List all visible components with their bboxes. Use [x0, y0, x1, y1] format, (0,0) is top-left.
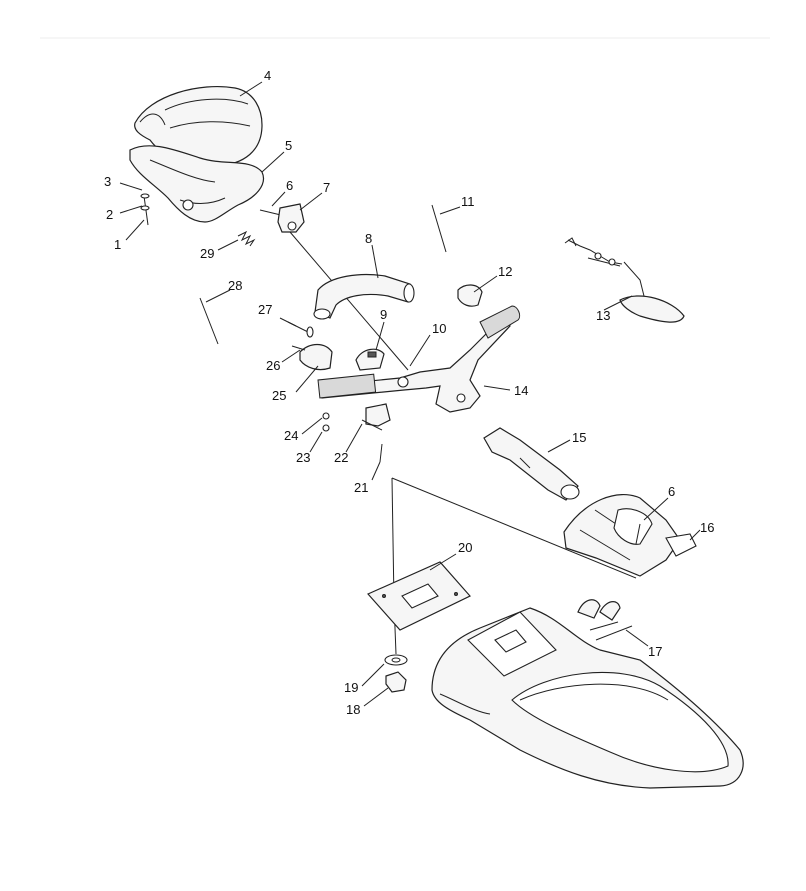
part-22-switch-bracket	[361, 403, 391, 431]
center-line	[289, 231, 409, 371]
callout-28: 28	[228, 278, 242, 293]
callout-23: 23	[296, 450, 310, 465]
callout-2: 2	[106, 207, 113, 222]
callout-7: 7	[323, 180, 330, 195]
part-21-screw	[379, 443, 383, 463]
callout-6a: 6	[286, 178, 293, 193]
hull-base	[431, 607, 744, 789]
part-9-switch	[355, 348, 385, 371]
callout-29: 29	[200, 246, 214, 261]
callout-11: 11	[461, 194, 475, 209]
callout-18: 18	[346, 702, 360, 717]
callout-8: 8	[365, 231, 372, 246]
callout-16: 16	[700, 520, 714, 535]
callout-4: 4	[264, 68, 271, 83]
part-4-handlebar-cover	[134, 85, 263, 167]
callout-17: 17	[648, 644, 662, 659]
part-28-rod	[199, 297, 219, 345]
part-20-plate	[367, 561, 471, 631]
callout-1: 1	[114, 237, 121, 252]
parts-1-2-3-screw-washers	[140, 193, 150, 226]
part-14-handlebar	[317, 305, 521, 413]
callout-20: 20	[458, 540, 472, 555]
part-18-nut	[385, 671, 407, 693]
part-16-steering-housing	[563, 494, 697, 577]
part-17-clips	[577, 599, 633, 641]
callout-22: 22	[334, 450, 348, 465]
vertical-line-20	[391, 477, 395, 603]
callout-25: 25	[272, 388, 286, 403]
callout-12: 12	[498, 264, 512, 279]
callout-19: 19	[344, 680, 358, 695]
part-27-bolt	[287, 321, 314, 338]
part-5-lower-cover	[129, 145, 264, 223]
parts-6-7-bolt-clamp	[259, 203, 305, 233]
callout-10: 10	[432, 321, 446, 336]
callout-labels: 4 5 3 6 7 11 2 8 1 29 12 28 27 9 13 10 2…	[104, 68, 714, 717]
part-11-rod	[431, 204, 447, 253]
part-12-cap	[457, 284, 483, 307]
part-8-bent-pipe	[313, 273, 415, 320]
callout-26: 26	[266, 358, 280, 373]
callout-9: 9	[380, 307, 387, 322]
part-19-washer	[384, 654, 408, 666]
callout-14: 14	[514, 383, 528, 398]
callout-24: 24	[284, 428, 298, 443]
assembly-line	[391, 477, 637, 579]
callout-6b: 6	[668, 484, 675, 499]
callout-27: 27	[258, 302, 272, 317]
callout-5: 5	[285, 138, 292, 153]
leader-lines	[119, 81, 701, 707]
part-13-lanyard	[564, 237, 685, 323]
callout-13: 13	[596, 308, 610, 323]
part-29-spring	[237, 230, 256, 247]
parts-23-24-washers	[322, 412, 330, 432]
part-25-26-bracket	[291, 343, 333, 371]
callout-3: 3	[104, 174, 111, 189]
callout-21: 21	[354, 480, 368, 495]
part-15-grip	[483, 427, 580, 501]
callout-15: 15	[572, 430, 586, 445]
